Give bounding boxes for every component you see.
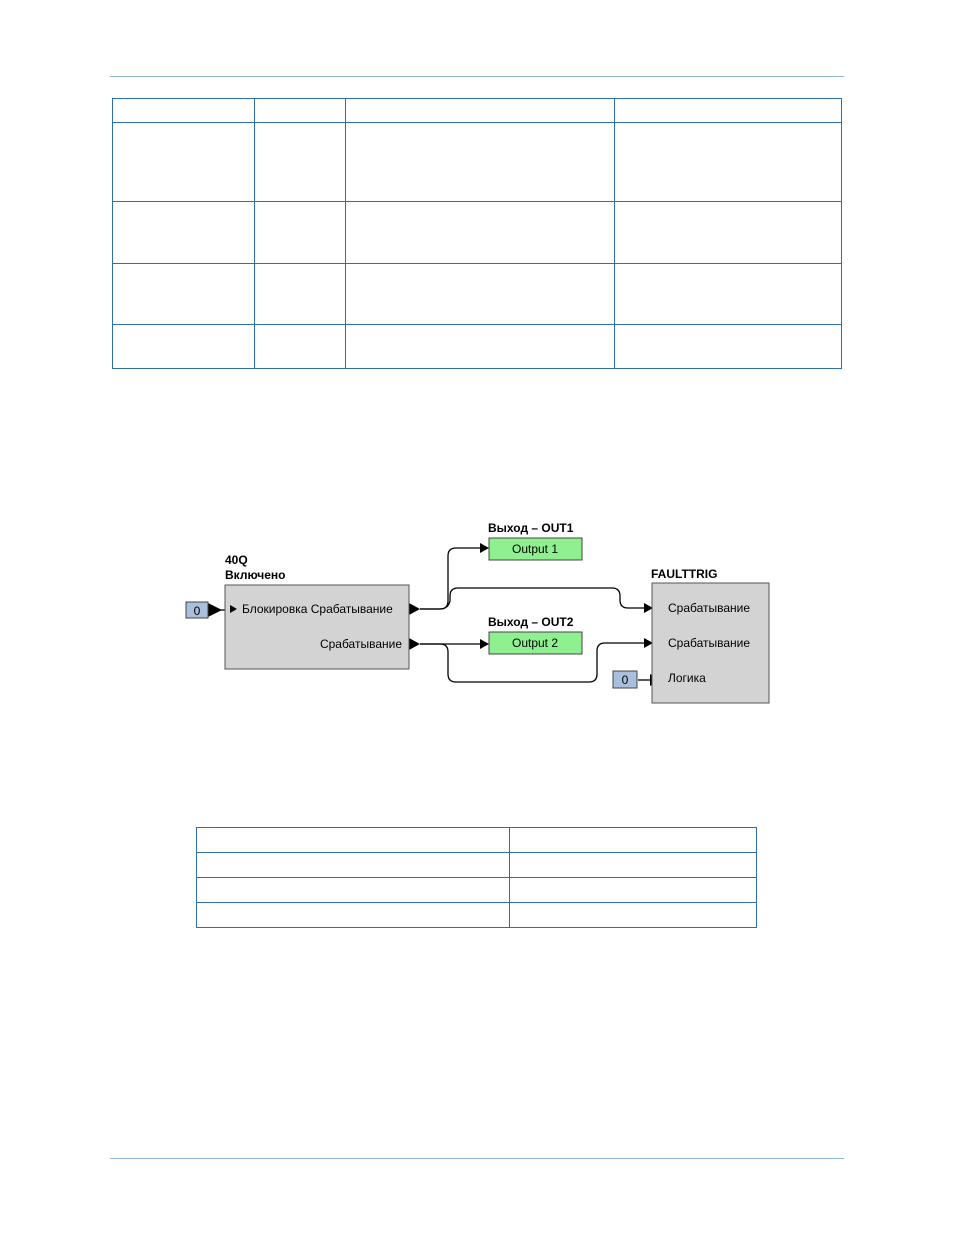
table-cell	[344, 98, 616, 123]
table-cell	[614, 263, 842, 325]
output-1-block[interactable]	[488, 537, 583, 561]
arrow-icon	[480, 543, 489, 553]
table-cell	[253, 324, 346, 369]
input-port-icon	[230, 605, 237, 613]
output-port-icon	[409, 603, 420, 615]
table-cell	[253, 122, 346, 202]
arrow-icon	[480, 639, 489, 649]
constant-logic-value: 0	[622, 673, 629, 687]
table-cell	[344, 122, 616, 202]
faulttrig-title: FAULTTRIG	[651, 567, 717, 581]
table-cell	[253, 263, 346, 325]
table-cell	[112, 263, 255, 325]
top-table	[112, 98, 842, 369]
table-cell	[614, 324, 842, 369]
table-cell	[195, 877, 511, 903]
table-row	[112, 201, 842, 264]
table-row	[195, 902, 757, 928]
table-row	[112, 263, 842, 325]
table-cell	[614, 98, 842, 123]
wire-block-to-faulttrig-1	[420, 587, 644, 610]
faulttrig-input-2-label: Срабатывание	[668, 636, 750, 650]
table-cell	[509, 827, 757, 853]
footer-rule	[110, 1158, 844, 1159]
table-cell	[195, 827, 511, 853]
table-cell	[344, 263, 616, 325]
constant-logic-block[interactable]	[612, 670, 638, 689]
table-cell	[614, 201, 842, 264]
out2-header: Выход – OUT2	[488, 615, 574, 629]
block-40q-input-label: Блокировка Срабатывание	[242, 602, 393, 616]
output-port-icon	[409, 638, 420, 650]
table-cell	[344, 201, 616, 264]
table-row	[112, 324, 842, 369]
table-cell	[253, 201, 346, 264]
table-cell	[112, 98, 255, 123]
table-row	[195, 877, 757, 903]
table-cell	[112, 201, 255, 264]
arrow-icon	[208, 603, 222, 617]
block-40q-title: 40Q	[225, 553, 248, 567]
table-row	[195, 852, 757, 878]
bottom-table	[195, 827, 757, 928]
table-cell	[509, 902, 757, 928]
faulttrig-block[interactable]	[651, 582, 770, 704]
block-40q-subtitle: Включено	[225, 568, 285, 582]
table-cell	[614, 122, 842, 202]
table-cell	[112, 122, 255, 202]
table-row	[112, 122, 842, 202]
table-cell	[509, 852, 757, 878]
faulttrig-input-1-label: Срабатывание	[668, 601, 750, 615]
table-row	[195, 827, 757, 853]
output-2-block[interactable]	[488, 631, 583, 655]
table-cell	[112, 324, 255, 369]
wires	[210, 547, 652, 683]
table-cell	[195, 902, 511, 928]
table-cell	[195, 852, 511, 878]
table-cell	[253, 98, 346, 123]
wire-trip-to-faulttrig-2	[420, 642, 644, 683]
arrow-icon	[644, 603, 653, 613]
table-cell	[509, 877, 757, 903]
constant-input-value: 0	[194, 604, 201, 618]
constant-input-block[interactable]	[185, 601, 209, 619]
logic-diagram: 40Q Включено Блокировка Срабатывание Сра…	[185, 521, 770, 704]
table-row	[112, 98, 842, 123]
header-rule	[110, 76, 844, 77]
out1-header: Выход – OUT1	[488, 521, 574, 535]
output-1-label: Output 1	[512, 542, 558, 556]
output-2-label: Output 2	[512, 636, 558, 650]
arrow-icon	[644, 638, 653, 648]
block-40q[interactable]	[224, 584, 410, 670]
block-40q-output-label: Срабатывание	[320, 637, 402, 651]
faulttrig-logic-label: Логика	[668, 671, 706, 685]
table-cell	[344, 324, 616, 369]
